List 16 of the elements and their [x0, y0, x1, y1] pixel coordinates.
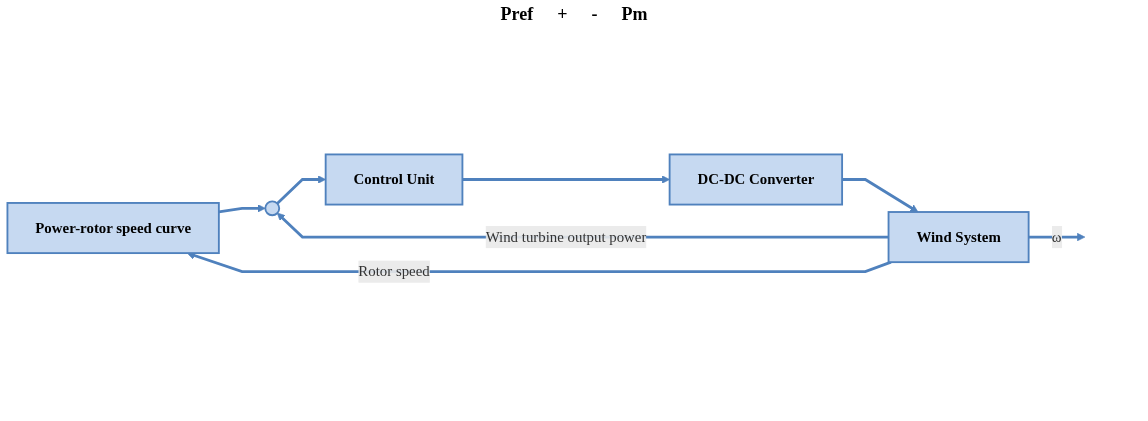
edge-label: Rotor speed: [358, 263, 430, 280]
edge-label: Wind turbine output power: [485, 229, 647, 245]
signal-label: +: [557, 4, 568, 25]
edge-label: ω: [1051, 229, 1062, 245]
signal-label: Pref: [500, 4, 534, 25]
node-box: Wind System: [887, 211, 1030, 264]
node-box: Control Unit: [324, 153, 464, 206]
arrow: [842, 178, 919, 213]
node-box: Power-rotor speed curve: [6, 202, 220, 255]
node-box: DC-DC Converter: [668, 153, 844, 206]
arrow: [1028, 233, 1086, 242]
arrow: [462, 175, 670, 184]
signal-label: -: [591, 4, 598, 25]
node-circle: [264, 200, 281, 217]
arrow: [218, 204, 266, 214]
signal-label: Pm: [621, 4, 648, 25]
